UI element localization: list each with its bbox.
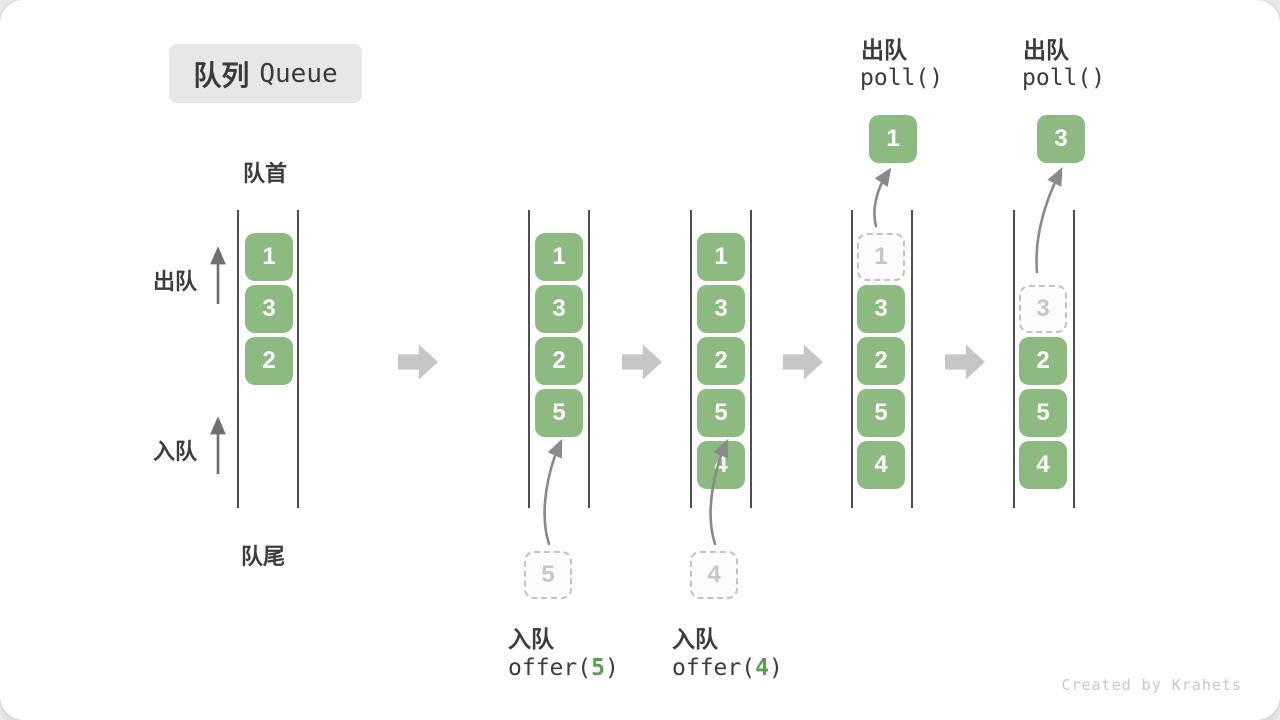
queue-wall	[528, 210, 530, 508]
incoming-ghost-cell: 4	[690, 551, 738, 599]
code-arg: 5	[591, 655, 605, 681]
dequeue-curved-arrow-icon	[1035, 167, 1063, 274]
queue-cell: 4	[857, 441, 905, 489]
queue-cell: 2	[1019, 337, 1067, 385]
queue-cell: 2	[535, 337, 583, 385]
queue-cell: 5	[857, 389, 905, 437]
op-enqueue-code: offer(4)	[672, 655, 783, 681]
queue-wall	[750, 210, 752, 508]
op-dequeue-code: poll()	[1022, 65, 1106, 91]
code-text: offer(	[508, 655, 592, 681]
queue-wall	[588, 210, 590, 508]
label-dequeue: 出队	[153, 269, 198, 294]
queue-cell: 1	[535, 233, 583, 281]
code-text: )	[768, 655, 783, 681]
queue-cell: 5	[1019, 389, 1067, 437]
queue-cell: 2	[857, 337, 905, 385]
queue-cell: 1	[697, 233, 745, 281]
queue-cell: 5	[535, 389, 583, 437]
code-text: offer(	[672, 655, 756, 681]
queue-wall	[911, 210, 913, 508]
queue-cell: 3	[535, 285, 583, 333]
queue-cell: 4	[1019, 441, 1067, 489]
queue-cell: 2	[245, 337, 293, 385]
removed-ghost-cell: 1	[857, 233, 905, 281]
queue-cell: 5	[697, 389, 745, 437]
code-arg: 4	[755, 655, 769, 681]
removed-ghost-cell: 3	[1019, 285, 1067, 333]
right-block-arrow-icon	[622, 344, 662, 380]
op-enqueue-label: 入队	[672, 626, 718, 652]
label-queue-rear: 队尾	[241, 544, 286, 569]
queue-wall	[1013, 210, 1015, 508]
incoming-ghost-cell: 5	[524, 551, 572, 599]
right-block-arrow-icon	[398, 344, 438, 380]
enqueue-curved-arrow-icon	[543, 438, 563, 546]
code-text: )	[604, 655, 619, 681]
queue-wall	[297, 210, 299, 508]
label-queue-front: 队首	[243, 161, 288, 186]
polled-cell: 3	[1037, 115, 1085, 163]
right-block-arrow-icon	[783, 344, 823, 380]
right-block-arrow-icon	[945, 344, 985, 380]
queue-wall	[851, 210, 853, 508]
enqueue-curved-arrow-icon	[709, 438, 729, 546]
title-chip: 队列 Queue	[169, 44, 362, 103]
up-arrow-icon	[210, 416, 226, 474]
op-dequeue-code: poll()	[860, 65, 944, 91]
watermark: Created by Krahets	[1061, 676, 1242, 694]
title-en: Queue	[259, 58, 338, 89]
op-dequeue-label: 出队	[861, 37, 907, 63]
queue-wall	[1073, 210, 1075, 508]
op-enqueue-code: offer(5)	[508, 655, 619, 681]
queue-cell: 2	[697, 337, 745, 385]
queue-cell: 1	[245, 233, 293, 281]
queue-wall	[690, 210, 692, 508]
op-enqueue-label: 入队	[508, 626, 554, 652]
queue-cell: 3	[857, 285, 905, 333]
up-arrow-icon	[210, 246, 226, 304]
label-enqueue: 入队	[153, 439, 198, 464]
queue-cell: 3	[697, 285, 745, 333]
dequeue-curved-arrow-icon	[873, 167, 892, 228]
queue-wall	[237, 210, 239, 508]
queue-cell: 3	[245, 285, 293, 333]
title-zh: 队列	[193, 59, 250, 91]
op-dequeue-label: 出队	[1023, 37, 1069, 63]
polled-cell: 1	[869, 115, 917, 163]
